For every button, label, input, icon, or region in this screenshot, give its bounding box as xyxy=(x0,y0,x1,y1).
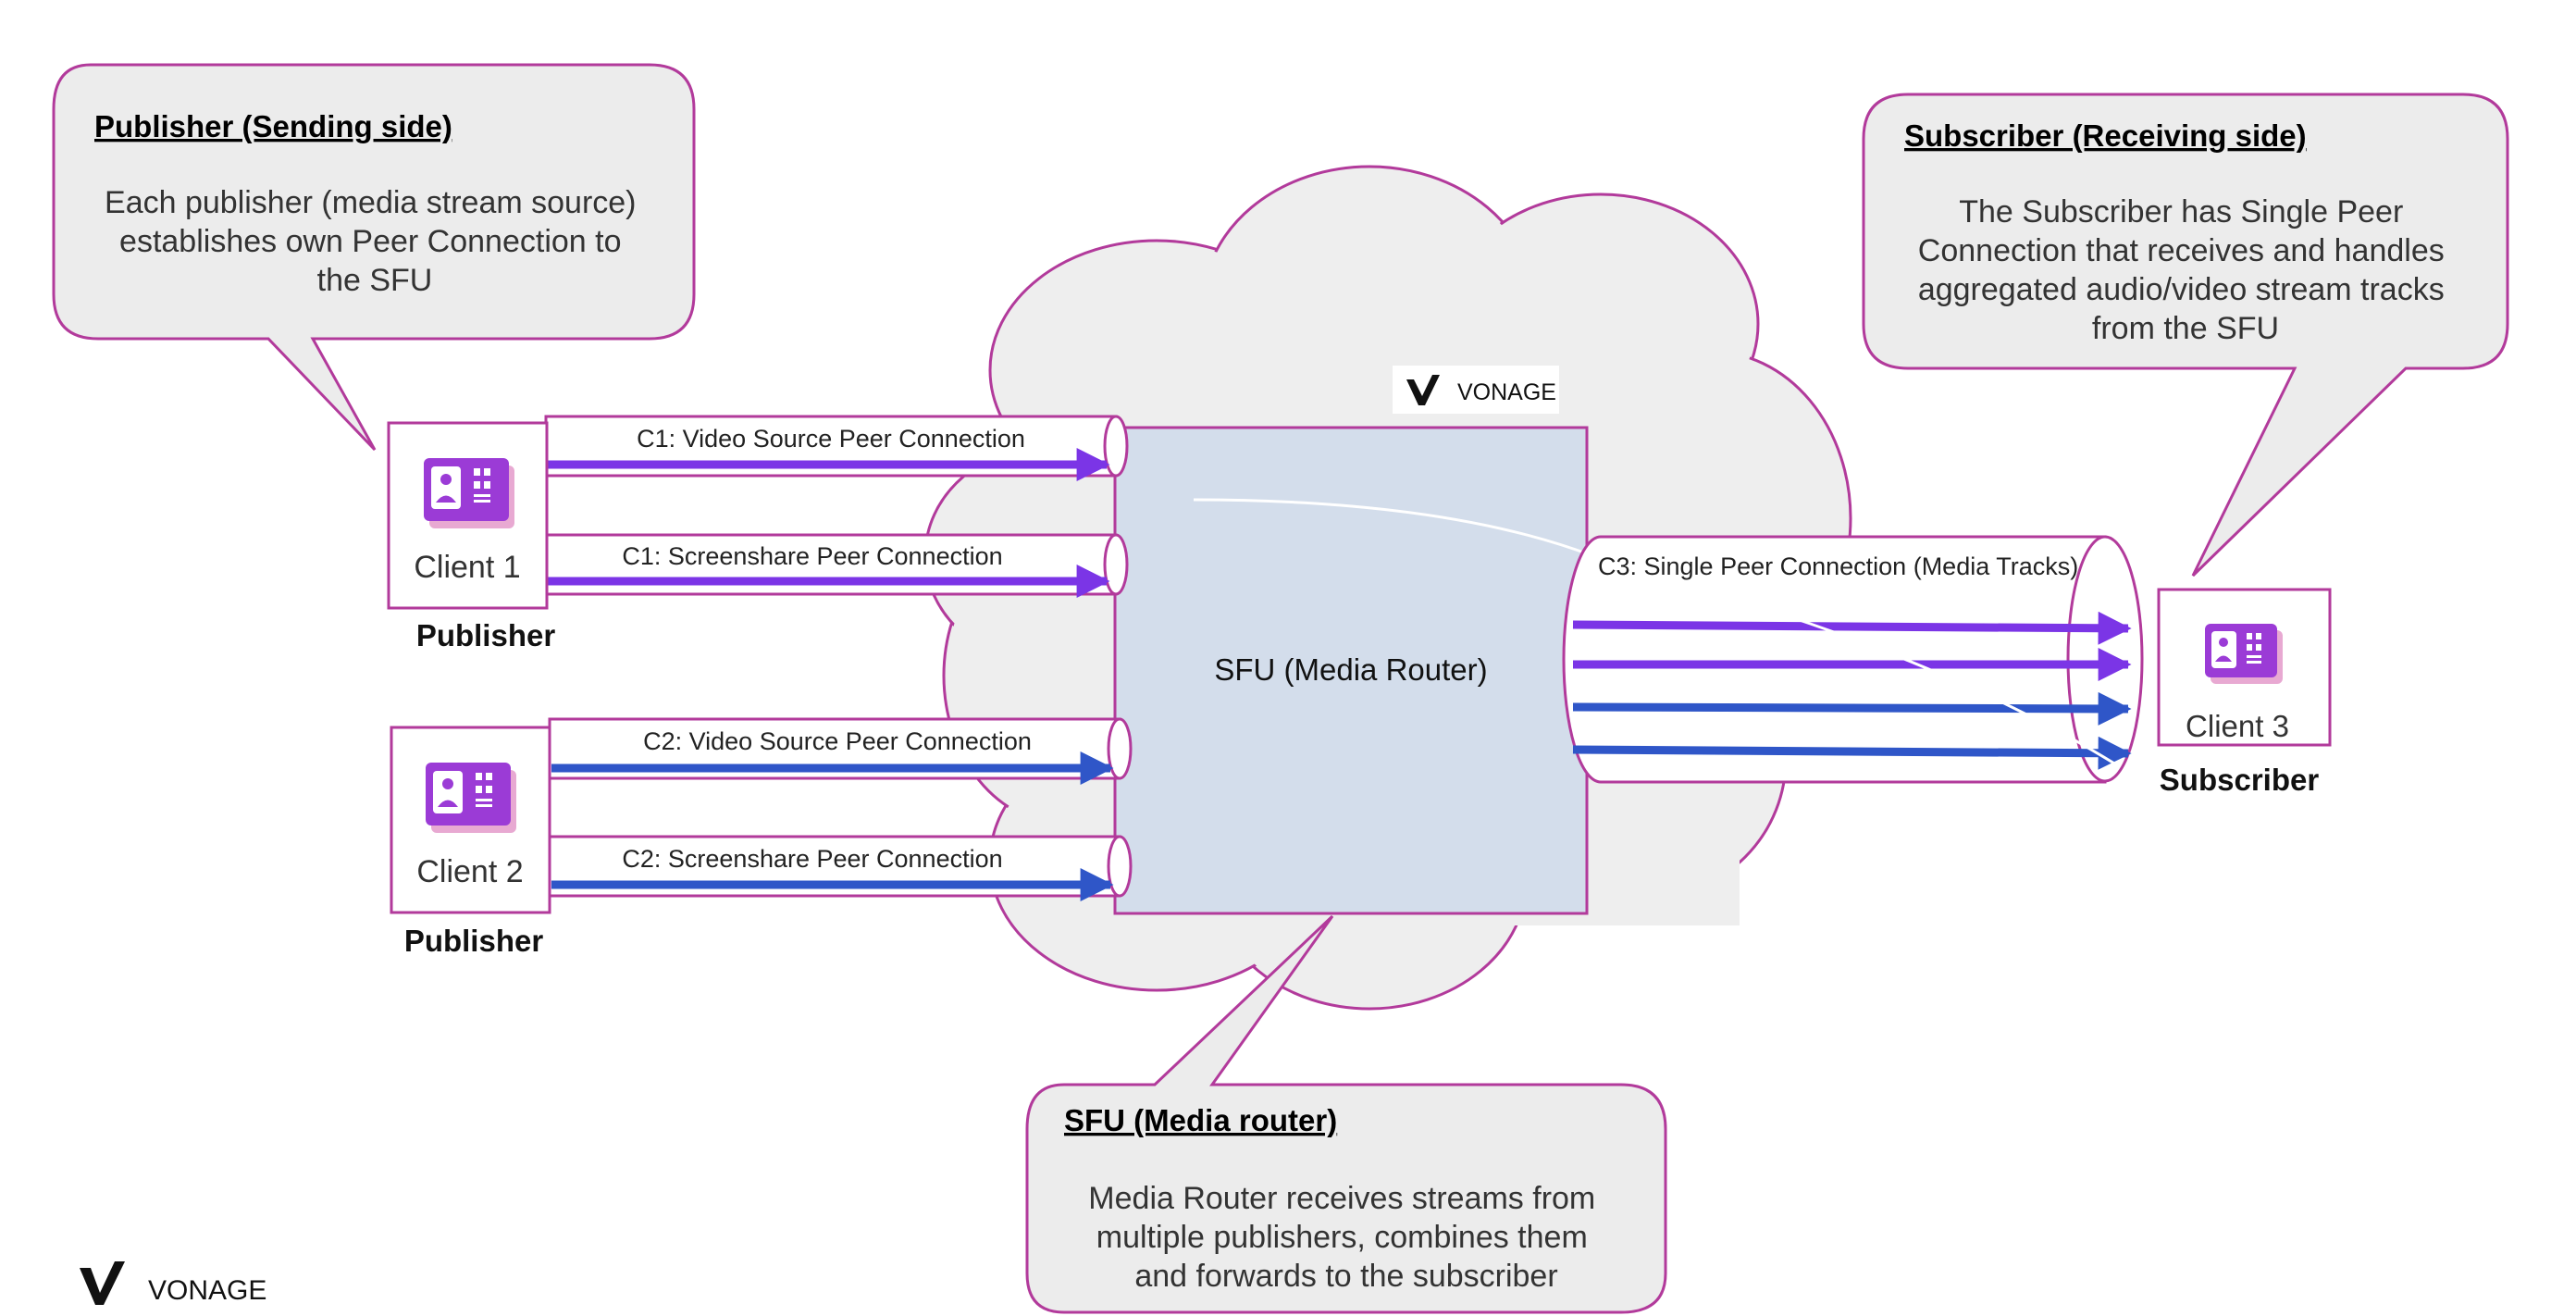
svg-text:VONAGE: VONAGE xyxy=(148,1275,266,1306)
svg-text:Media Router receives streams: Media Router receives streams from multi… xyxy=(1088,1181,1604,1294)
vonage-logo-cloud: VONAGE xyxy=(1393,366,1559,414)
client-1-role: Publisher xyxy=(416,618,556,652)
c1-video-pipe: C1: Video Source Peer Connection xyxy=(544,415,1129,481)
c2-screenshare-pipe: C2: Screenshare Peer Connection xyxy=(548,835,1133,901)
c2-video-label: C2: Video Source Peer Connection xyxy=(643,727,1032,755)
c3-track-arrow xyxy=(1572,611,2132,645)
client-2-role: Publisher xyxy=(404,924,544,958)
vonage-logo-footer: VONAGE xyxy=(80,1261,266,1306)
svg-text:VONAGE: VONAGE xyxy=(1457,379,1556,405)
c3-pipe-label: C3: Single Peer Connection (Media Tracks… xyxy=(1598,552,2078,580)
client-1-node: Client 1 xyxy=(387,421,549,610)
c1-screenshare-pipe: C1: Screenshare Peer Connection xyxy=(544,533,1129,598)
subscriber-callout-line: aggregated audio/video stream tracks xyxy=(1918,272,2445,307)
subscriber-callout-title: Subscriber (Receiving side) xyxy=(1904,118,2307,153)
sfu-callout-line: and forwards to the subscriber xyxy=(1134,1259,1557,1294)
c3-track-arrow xyxy=(1572,691,2132,726)
publisher-callout-line: the SFU xyxy=(317,263,433,298)
publisher-callout-line: Each publisher (media stream source) xyxy=(105,185,636,220)
c1-screenshare-label: C1: Screenshare Peer Connection xyxy=(622,542,1002,570)
c2-video-pipe: C2: Video Source Peer Connection xyxy=(548,717,1133,785)
sfu-callout-line: multiple publishers, combines them xyxy=(1096,1220,1588,1255)
c3-subscriber-pipe: C3: Single Peer Connection (Media Tracks… xyxy=(1562,535,2144,784)
svg-text:The Subscriber has Single Peer: The Subscriber has Single Peer Connectio… xyxy=(1918,194,2453,346)
contact-card-icon xyxy=(2205,624,2283,684)
sfu-callout-title: SFU (Media router) xyxy=(1064,1103,1337,1137)
client-3-role: Subscriber xyxy=(2160,763,2320,797)
sfu-box-label: SFU (Media Router) xyxy=(1214,652,1487,687)
subscriber-callout-line: from the SFU xyxy=(2092,311,2279,346)
client-3-label: Client 3 xyxy=(2186,709,2289,743)
publisher-callout: Publisher (Sending side) Each publisher … xyxy=(52,63,696,452)
sfu-callout-line: Media Router receives streams from xyxy=(1088,1181,1595,1216)
client-1-label: Client 1 xyxy=(414,550,520,585)
client-2-label: Client 2 xyxy=(416,854,523,889)
c3-track-arrow xyxy=(1572,736,2132,770)
subscriber-callout-line: Connection that receives and handles xyxy=(1918,233,2445,268)
sfu-media-router-box: SFU (Media Router) xyxy=(1113,426,1592,915)
svg-text:Each publisher (media stream s: Each publisher (media stream source) est… xyxy=(105,185,645,298)
contact-card-icon xyxy=(426,763,516,833)
c2-screenshare-label: C2: Screenshare Peer Connection xyxy=(622,845,1002,873)
subscriber-callout: Subscriber (Receiving side) The Subscrib… xyxy=(1862,93,2509,577)
publisher-callout-line: establishes own Peer Connection to xyxy=(119,224,621,259)
client-3-node: Client 3 xyxy=(2157,588,2332,747)
subscriber-callout-line: The Subscriber has Single Peer xyxy=(1959,194,2403,230)
sfu-callout: SFU (Media router) Media Router receives… xyxy=(1025,914,1667,1314)
publisher-callout-title: Publisher (Sending side) xyxy=(94,109,452,143)
c1-video-label: C1: Video Source Peer Connection xyxy=(637,425,1025,453)
contact-card-icon xyxy=(424,458,514,528)
client-2-node: Client 2 xyxy=(390,726,551,914)
